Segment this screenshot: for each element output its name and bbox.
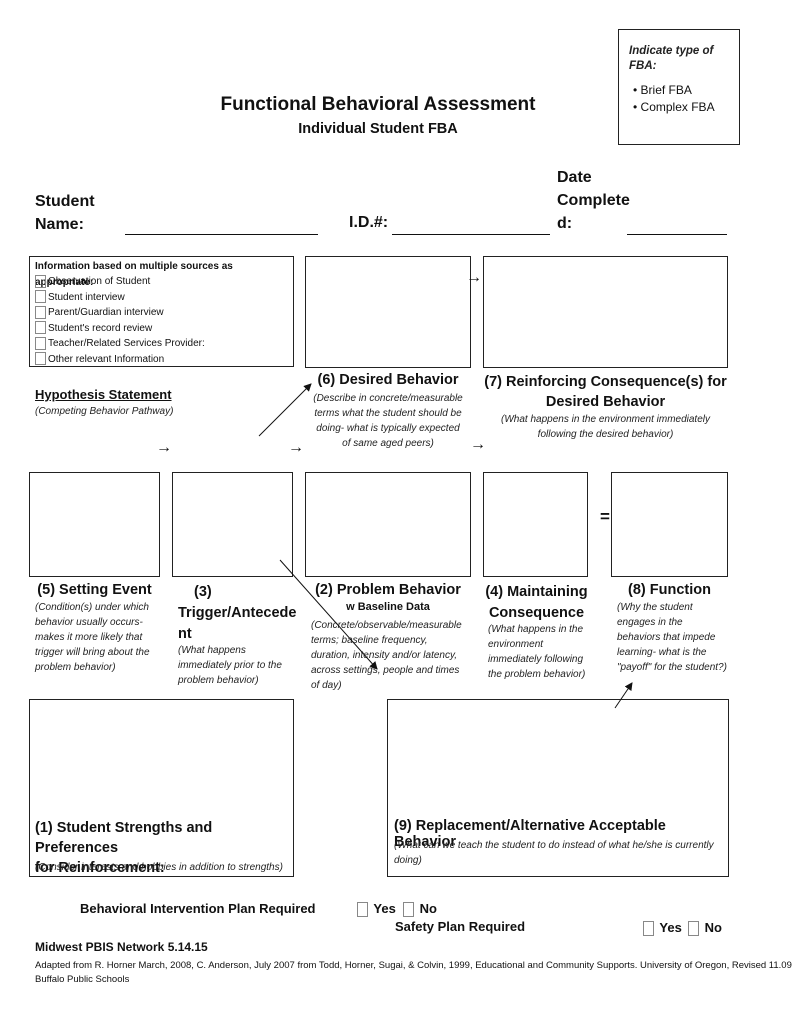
problem-behavior-box[interactable] [305,472,471,577]
baseline-data-title: w Baseline Data [346,601,430,613]
fba-option-complex[interactable]: Complex FBA [633,99,715,116]
checkbox-icon[interactable] [35,352,46,366]
source-item[interactable]: Observation of Student [35,274,205,290]
sources-list: Observation of Student Student interview… [35,274,205,367]
checkbox-icon[interactable] [643,921,654,937]
footer-adapted: Adapted from R. Horner March, 2008, C. A… [35,960,792,971]
information-sources-box: Information based on multiple sources as… [29,256,294,367]
replacement-behavior-desc: (What can we teach the student to do ins… [394,840,714,866]
hypothesis-title: Hypothesis Statement [35,387,172,402]
hypothesis-subtitle: (Competing Behavior Pathway) [35,406,174,417]
fba-option-brief[interactable]: Brief FBA [633,82,715,99]
safety-plan-label: Safety Plan Required [395,919,526,934]
problem-behavior-title: (2) Problem Behavior [315,582,461,598]
setting-event-title: (5) Setting Event [37,582,152,598]
problem-behavior-desc: (Concrete/observable/measurable terms; b… [311,620,462,691]
footer-school: Buffalo Public Schools [35,974,130,985]
safety-yes-option[interactable]: Yes [643,920,682,937]
function-box[interactable] [611,472,728,577]
equals-icon: = [600,507,610,526]
strengths-title: (1) Student Strengths and Preferences fo… [35,820,213,876]
student-name-label: Student Name: [35,193,95,233]
trigger-title: (3) Trigger/Antecede nt [178,584,297,642]
id-label: I.D.#: [349,214,389,231]
setting-event-desc: (Condition(s) under which behavior usual… [35,602,150,673]
reinforcing-consequence-title: (7) Reinforcing Consequence(s) for Desir… [484,374,727,410]
replacement-behavior-box[interactable]: (9) Replacement/Alternative Acceptable B… [387,699,729,877]
desired-behavior-desc: (Describe in concrete/measurable terms w… [313,393,463,449]
bip-no-option[interactable]: No [403,901,437,918]
trigger-box[interactable] [172,472,293,577]
sources-heading: Information based on multiple sources as… [35,261,233,288]
page-title: Functional Behavioral Assessment [220,94,536,115]
date-completed-field[interactable] [627,234,727,235]
replacement-behavior-title: (9) Replacement/Alternative Acceptable B… [394,818,666,850]
student-name-field[interactable] [125,234,318,235]
maintaining-consequence-title: (4) Maintaining Consequence [485,584,588,621]
checkbox-icon[interactable] [35,336,46,350]
setting-event-box[interactable] [29,472,160,577]
desired-behavior-box[interactable] [305,256,471,368]
maintaining-consequence-box[interactable] [483,472,588,577]
arrow-icon: → [466,269,482,286]
fba-type-box: Indicate type of FBA: Brief FBA Complex … [618,29,740,145]
maintaining-consequence-desc: (What happens in the environment immedia… [488,624,586,680]
trigger-desc: (What happens immediately prior to the p… [178,645,282,686]
diagonal-arrows [258,383,633,709]
source-item[interactable]: Other relevant Information [35,352,205,368]
checkbox-icon[interactable] [403,902,414,918]
source-item[interactable]: Student's record review [35,321,205,337]
reinforcing-consequence-desc: (What happens in the environment immedia… [501,414,710,440]
function-desc: (Why the student engages in the behavior… [617,602,727,673]
checkbox-icon[interactable] [35,274,46,288]
checkbox-icon[interactable] [357,902,368,918]
source-item[interactable]: Student interview [35,290,205,306]
strengths-desc: (Consider interests and hobbies in addit… [35,862,283,873]
source-item[interactable]: Teacher/Related Services Provider: [35,336,205,352]
arrow-to-function [614,682,633,709]
bip-yes-option[interactable]: Yes [357,901,396,918]
fba-type-options: Brief FBA Complex FBA [633,82,715,116]
reinforcing-consequence-box[interactable] [483,256,728,368]
source-item[interactable]: Parent/Guardian interview [35,305,205,321]
bip-required-label: Behavioral Intervention Plan Required [80,901,316,916]
safety-no-option[interactable]: No [688,920,722,937]
checkbox-icon[interactable] [35,305,46,319]
checkbox-icon[interactable] [688,921,699,937]
checkbox-icon[interactable] [35,290,46,304]
function-title: (8) Function [628,582,711,598]
arrow-icon: → [156,439,172,456]
desired-behavior-title: (6) Desired Behavior [317,372,459,388]
fba-type-heading: Indicate type of FBA: [629,45,714,72]
arrow-to-desired-behavior [258,383,312,437]
arrow-trigger-to-problem [279,559,378,670]
date-completed-label: Date Complete d: [557,169,630,232]
strengths-box[interactable]: (1) Student Strengths and Preferences fo… [29,699,294,877]
footer-network: Midwest PBIS Network 5.14.15 [35,940,208,954]
page-subtitle: Individual Student FBA [298,121,458,137]
id-field[interactable] [392,234,550,235]
arrow-icon: → [470,436,486,453]
arrow-icon: → [288,439,304,456]
checkbox-icon[interactable] [35,321,46,335]
